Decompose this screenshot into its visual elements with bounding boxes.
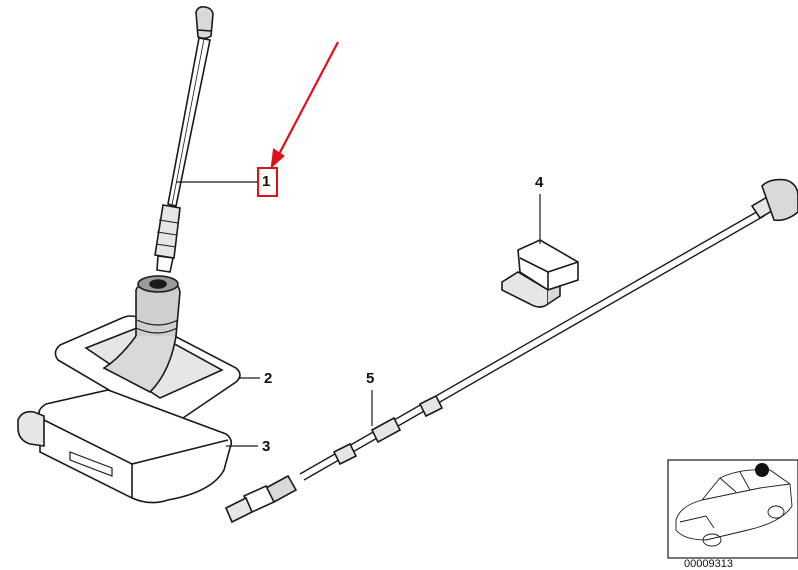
inset-reference-number: 00009313 [684,558,733,570]
antenna-amplifier-box[interactable] [17,389,233,504]
callout-part-5[interactable]: 5 [366,370,375,387]
part-1-highlight-box [257,167,278,197]
car-outline [675,469,793,547]
antenna-cable[interactable] [224,178,798,524]
leader-lines [176,181,541,447]
cable-clip[interactable] [501,239,579,308]
callout-part-3[interactable]: 3 [262,438,271,455]
antenna-location-dot [755,463,769,477]
vehicle-location-inset [667,459,798,559]
antenna-rod[interactable] [154,6,214,273]
callout-part-4[interactable]: 4 [535,174,544,191]
callout-part-2[interactable]: 2 [264,370,273,387]
antenna-base-pad[interactable] [54,275,241,424]
highlight-arrow [270,41,339,169]
callout-part-1[interactable]: 1 [262,173,271,190]
